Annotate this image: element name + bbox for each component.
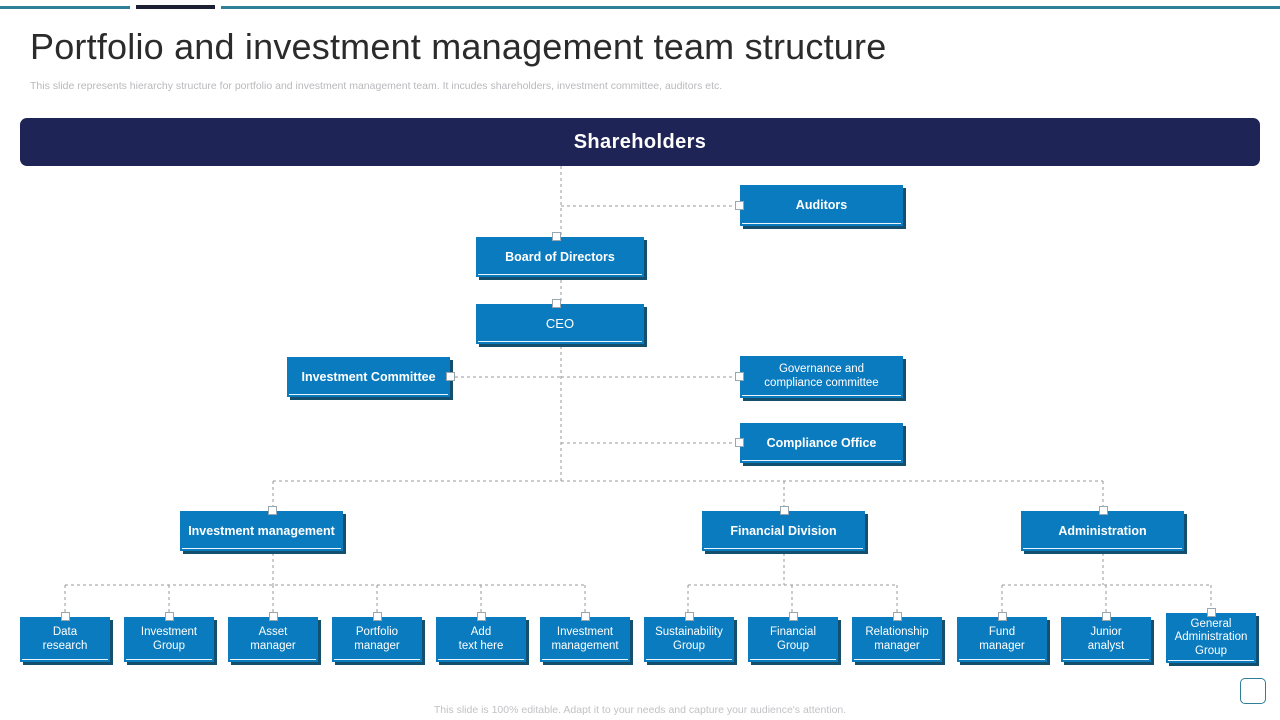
node-junior-analyst[interactable]: Junior analyst [1061, 612, 1151, 662]
node-shareholders-label: Shareholders [573, 130, 707, 153]
node-auditors[interactable]: Auditors [735, 185, 903, 226]
header-rule-left [0, 6, 130, 9]
node-label-line1: Investment [556, 625, 614, 638]
node-financial-division[interactable]: Financial Division [702, 506, 865, 551]
node-label-line1: Junior [1090, 625, 1122, 638]
node-label-line1: Relationship [865, 625, 929, 638]
connector-handle [61, 612, 70, 621]
node-financial-division-label: Financial Division [730, 523, 837, 538]
node-governance-compliance-committee-label: Governance and compliance committee [759, 363, 883, 390]
node-investment-group[interactable]: Investment Group [124, 612, 214, 662]
connector-handle [735, 372, 744, 381]
connector-handle [685, 612, 694, 621]
connector-handle [780, 506, 789, 515]
node-investment-management-leaf-label: Investment management [546, 626, 623, 653]
node-relationship-manager-label: Relationship manager [860, 626, 933, 653]
connector-handle [269, 612, 278, 621]
node-general-administration-group-label: General Administration Group [1170, 618, 1253, 659]
page-title: Portfolio and investment management team… [30, 26, 887, 67]
node-investment-management-division-label: Investment management [188, 523, 335, 538]
node-asset-manager[interactable]: Asset manager [228, 612, 318, 662]
connector-handle [446, 372, 455, 381]
node-label-line2: analyst [1087, 639, 1125, 652]
connector-handle [552, 232, 561, 241]
node-label-line1: Asset [258, 625, 288, 638]
node-relationship-manager[interactable]: Relationship manager [852, 612, 942, 662]
page-subtitle: This slide represents hierarchy structur… [30, 80, 723, 92]
node-label-line1: General [1190, 617, 1232, 630]
connector-handle [735, 438, 744, 447]
header-rule-accent [136, 5, 215, 9]
footer-note: This slide is 100% editable. Adapt it to… [433, 704, 847, 716]
node-administration-label: Administration [1058, 523, 1147, 538]
header-rule-right [221, 6, 1280, 9]
node-add-text-here[interactable]: Add text here [436, 612, 526, 662]
node-portfolio-manager-label: Portfolio manager [349, 626, 404, 653]
connector-handle [373, 612, 382, 621]
node-label-line1: Add [470, 625, 492, 638]
node-label-line2: research [42, 639, 88, 652]
node-portfolio-manager[interactable]: Portfolio manager [332, 612, 422, 662]
node-investment-committee[interactable]: Investment Committee [287, 357, 455, 397]
node-label-line2: Group [673, 639, 705, 652]
connector-handle [1099, 506, 1108, 515]
node-data-research[interactable]: Data research [20, 612, 110, 662]
node-asset-manager-label: Asset manager [245, 626, 300, 653]
node-fund-manager[interactable]: Fund manager [957, 612, 1047, 662]
node-board-of-directors[interactable]: Board of Directors [476, 232, 644, 277]
node-ceo-label: CEO [545, 316, 575, 332]
node-governance-compliance-committee[interactable]: Governance and compliance committee [735, 356, 903, 398]
node-financial-group[interactable]: Financial Group [748, 612, 838, 662]
node-label-line1: Investment [140, 625, 198, 638]
node-label-line1: Financial [769, 625, 817, 638]
node-label-line2: management [551, 639, 619, 652]
node-label-line1: Data [52, 625, 78, 638]
node-administration[interactable]: Administration [1021, 506, 1184, 551]
node-label-line2: manager [354, 639, 400, 652]
node-compliance-office-label: Compliance Office [766, 435, 877, 450]
node-fund-manager-label: Fund manager [974, 626, 1029, 653]
connector-handle [789, 612, 798, 621]
corner-placeholder-box[interactable] [1240, 678, 1266, 704]
connector-handle [893, 612, 902, 621]
node-label-line2: manager [979, 639, 1025, 652]
connector-handle [998, 612, 1007, 621]
node-label-line2: Group [153, 639, 185, 652]
node-ceo[interactable]: CEO [476, 299, 644, 344]
node-label-line1: Portfolio [355, 625, 399, 638]
node-investment-committee-label: Investment Committee [301, 369, 436, 384]
node-label-line3: Group [1195, 644, 1227, 657]
connector-handle [581, 612, 590, 621]
node-label-line2: text here [458, 639, 504, 652]
node-investment-management-division[interactable]: Investment management [180, 506, 343, 551]
node-label-line2: compliance committee [764, 377, 879, 389]
connector-handle [552, 299, 561, 308]
node-financial-group-label: Financial Group [765, 626, 821, 653]
node-shareholders[interactable]: Shareholders [20, 118, 1260, 166]
node-label-line2: Administration [1174, 631, 1248, 644]
node-label-line2: manager [250, 639, 296, 652]
node-board-of-directors-label: Board of Directors [505, 249, 615, 264]
node-auditors-label: Auditors [795, 198, 848, 213]
node-sustainability-group-label: Sustainability Group [650, 626, 728, 653]
node-compliance-office[interactable]: Compliance Office [735, 423, 903, 463]
connector-handle [477, 612, 486, 621]
node-label-line1: Governance and [778, 363, 865, 376]
node-label-line1: Fund [988, 625, 1016, 638]
node-label-line1: Sustainability [655, 625, 723, 638]
node-data-research-label: Data research [38, 626, 93, 653]
connector-handle [1207, 608, 1216, 617]
node-junior-analyst-label: Junior analyst [1083, 626, 1129, 653]
connector-handle [735, 201, 744, 210]
node-general-administration-group[interactable]: General Administration Group [1166, 608, 1256, 663]
node-label-line2: Group [777, 639, 809, 652]
connector-handle [1102, 612, 1111, 621]
node-label-line2: manager [874, 639, 920, 652]
node-add-text-here-label: Add text here [454, 626, 509, 653]
node-sustainability-group[interactable]: Sustainability Group [644, 612, 734, 662]
node-investment-management-leaf[interactable]: Investment management [540, 612, 630, 662]
node-investment-group-label: Investment Group [136, 626, 202, 653]
connector-handle [165, 612, 174, 621]
connector-handle [268, 506, 277, 515]
